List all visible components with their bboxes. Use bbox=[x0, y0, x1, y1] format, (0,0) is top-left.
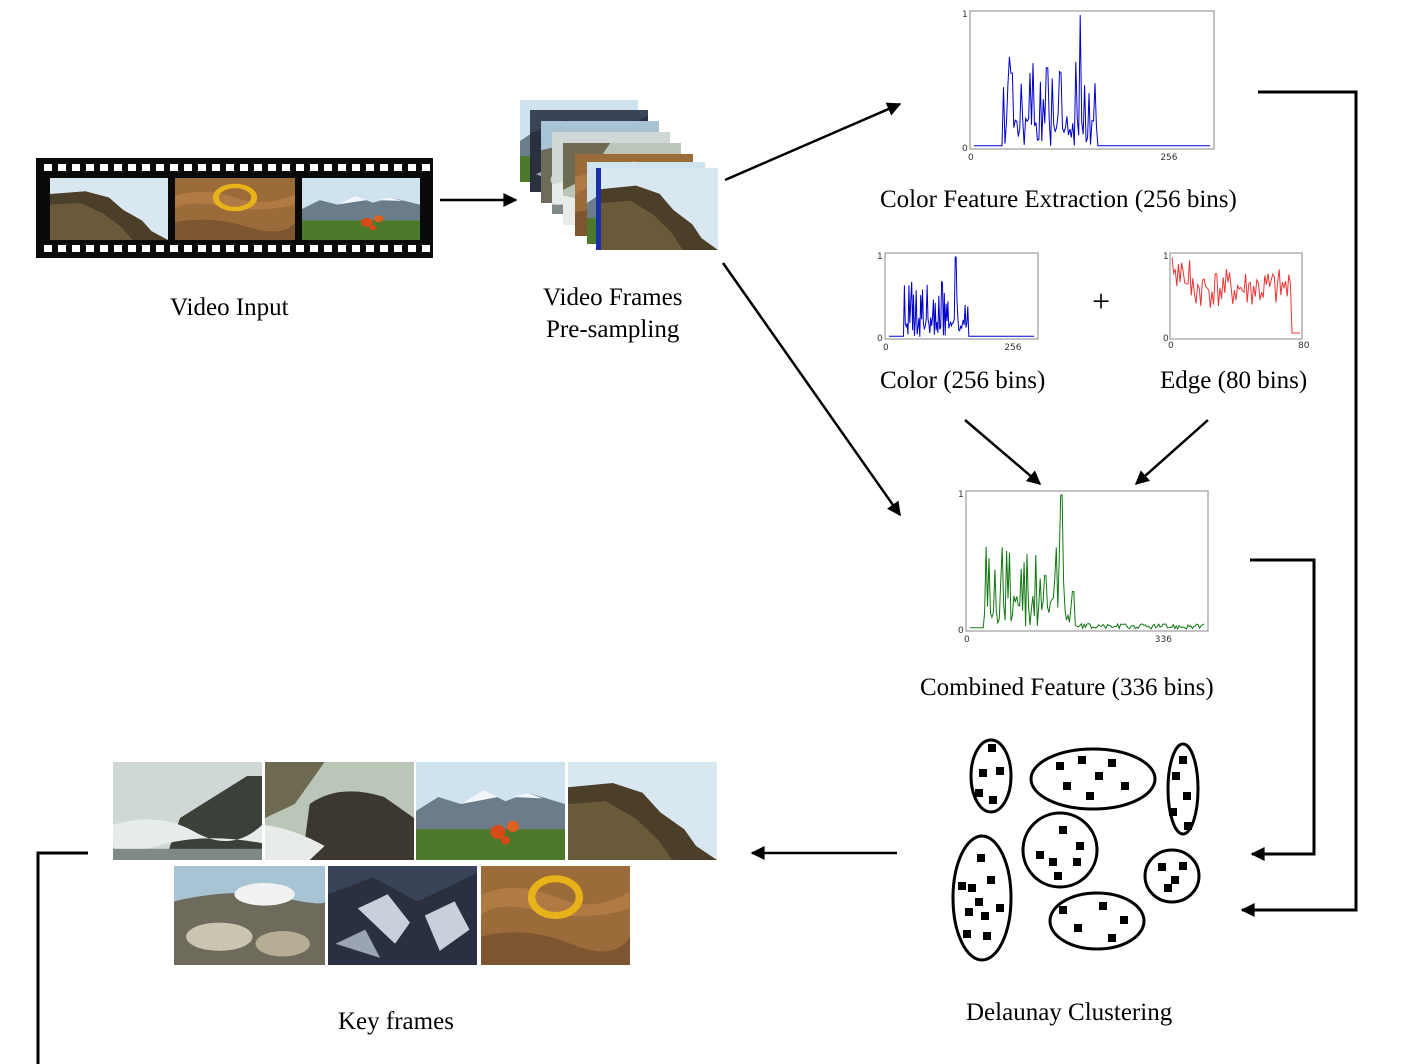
key-frames-label: Key frames bbox=[338, 1008, 454, 1035]
key-frames-grid bbox=[113, 762, 717, 965]
cluster-point bbox=[988, 744, 996, 752]
cluster-points bbox=[958, 744, 1192, 942]
cluster-point bbox=[979, 769, 987, 777]
cluster-point bbox=[963, 930, 971, 938]
color-extraction-label: Color Feature Extraction (256 bins) bbox=[880, 186, 1237, 213]
svg-text:1: 1 bbox=[958, 490, 964, 500]
svg-text:0: 0 bbox=[964, 635, 970, 645]
cluster-point bbox=[1054, 872, 1062, 880]
video-frames-stack bbox=[520, 100, 718, 250]
film-frame-mountain bbox=[302, 178, 420, 240]
cluster-point bbox=[1056, 762, 1064, 770]
plus-sign: + bbox=[1092, 283, 1111, 319]
svg-text:0: 0 bbox=[962, 144, 968, 154]
edge-bins-label: Edge (80 bins) bbox=[1160, 367, 1308, 394]
svg-text:256: 256 bbox=[1004, 343, 1021, 353]
combined-histogram: 1 00 336 bbox=[958, 490, 1209, 645]
cluster-point bbox=[996, 904, 1004, 912]
cluster-point bbox=[1120, 916, 1128, 924]
cluster-point bbox=[1095, 772, 1103, 780]
delaunay-clusters bbox=[951, 738, 1201, 962]
cluster-point bbox=[1164, 884, 1172, 892]
svg-text:0: 0 bbox=[877, 334, 883, 344]
svg-text:336: 336 bbox=[1155, 635, 1172, 645]
arrow-color-to-combined bbox=[964, 419, 1042, 485]
cluster-point bbox=[1169, 808, 1177, 816]
front-frame bbox=[601, 168, 718, 250]
svg-text:0: 0 bbox=[968, 153, 974, 163]
return-line bbox=[36, 851, 88, 1064]
cluster-point bbox=[996, 767, 1004, 775]
arrow-frames-to-combined bbox=[721, 262, 902, 517]
cluster-point bbox=[1059, 906, 1067, 914]
cluster-point bbox=[1179, 756, 1187, 764]
cluster-point bbox=[1063, 782, 1071, 790]
film-frame-cliff bbox=[50, 178, 168, 240]
cluster-point bbox=[1036, 851, 1044, 859]
svg-text:0: 0 bbox=[1163, 334, 1169, 344]
svg-text:1: 1 bbox=[877, 252, 883, 262]
color-bins-label: Color (256 bins) bbox=[880, 367, 1046, 394]
cluster-point bbox=[1078, 756, 1086, 764]
svg-text:0: 0 bbox=[883, 343, 889, 353]
cluster-point bbox=[1158, 863, 1166, 871]
frames-label-line1: Video Frames bbox=[543, 284, 683, 311]
key-frame-river bbox=[265, 762, 414, 860]
cluster-point bbox=[1099, 902, 1107, 910]
video-input-filmstrip bbox=[36, 158, 433, 258]
edge-histogram-small: 1 00 80 bbox=[1163, 252, 1310, 351]
cluster-point bbox=[977, 854, 985, 862]
combined-feature-label: Combined Feature (336 bins) bbox=[920, 674, 1214, 701]
clustering-label: Delaunay Clustering bbox=[966, 999, 1173, 1026]
cluster-point bbox=[1074, 924, 1082, 932]
svg-text:80: 80 bbox=[1298, 341, 1310, 351]
video-input-label: Video Input bbox=[170, 294, 289, 321]
cluster-point bbox=[1121, 782, 1129, 790]
cluster-point bbox=[965, 908, 973, 916]
key-frame-rocks bbox=[174, 866, 325, 965]
color-histogram-small: 1 00 256 bbox=[877, 252, 1039, 353]
cluster-point bbox=[1171, 876, 1179, 884]
cluster-point bbox=[1049, 858, 1057, 866]
key-frame-snow bbox=[328, 866, 477, 965]
cluster-point bbox=[1108, 759, 1116, 767]
cluster-point bbox=[1179, 862, 1187, 870]
cluster-point bbox=[1086, 792, 1094, 800]
film-frame-sand bbox=[175, 178, 295, 240]
cluster-point bbox=[975, 789, 983, 797]
key-frame-cliff bbox=[568, 762, 717, 860]
svg-text:0: 0 bbox=[1168, 341, 1174, 351]
cluster-point bbox=[958, 882, 966, 890]
cluster-point bbox=[975, 898, 983, 906]
cluster-point bbox=[989, 796, 997, 804]
cluster-point bbox=[968, 884, 976, 892]
cluster-point bbox=[981, 912, 989, 920]
color-histogram-main: 1 00 256 bbox=[962, 10, 1215, 163]
cluster-point bbox=[983, 932, 991, 940]
cluster-point bbox=[1073, 858, 1081, 866]
cluster-point bbox=[1108, 934, 1116, 942]
arrow-color-to-clustering bbox=[1240, 90, 1358, 917]
svg-text:0: 0 bbox=[958, 626, 964, 636]
cluster-point bbox=[1059, 826, 1067, 834]
arrow-frames-to-color bbox=[724, 102, 902, 182]
key-frame-mountain bbox=[416, 762, 565, 860]
frames-label-line2: Pre-sampling bbox=[546, 316, 680, 343]
key-frame-fog bbox=[113, 762, 262, 860]
cluster-point bbox=[1183, 792, 1191, 800]
arrow-combined-to-clustering bbox=[1250, 558, 1316, 861]
svg-text:256: 256 bbox=[1160, 153, 1177, 163]
arrow-edge-to-combined bbox=[1134, 419, 1209, 485]
cluster-point bbox=[1184, 822, 1192, 830]
svg-text:1: 1 bbox=[962, 10, 968, 20]
cluster-point bbox=[987, 876, 995, 884]
key-frame-sand bbox=[481, 866, 630, 965]
cluster-point bbox=[1172, 772, 1180, 780]
cluster-point bbox=[1076, 842, 1084, 850]
svg-text:1: 1 bbox=[1163, 252, 1169, 262]
